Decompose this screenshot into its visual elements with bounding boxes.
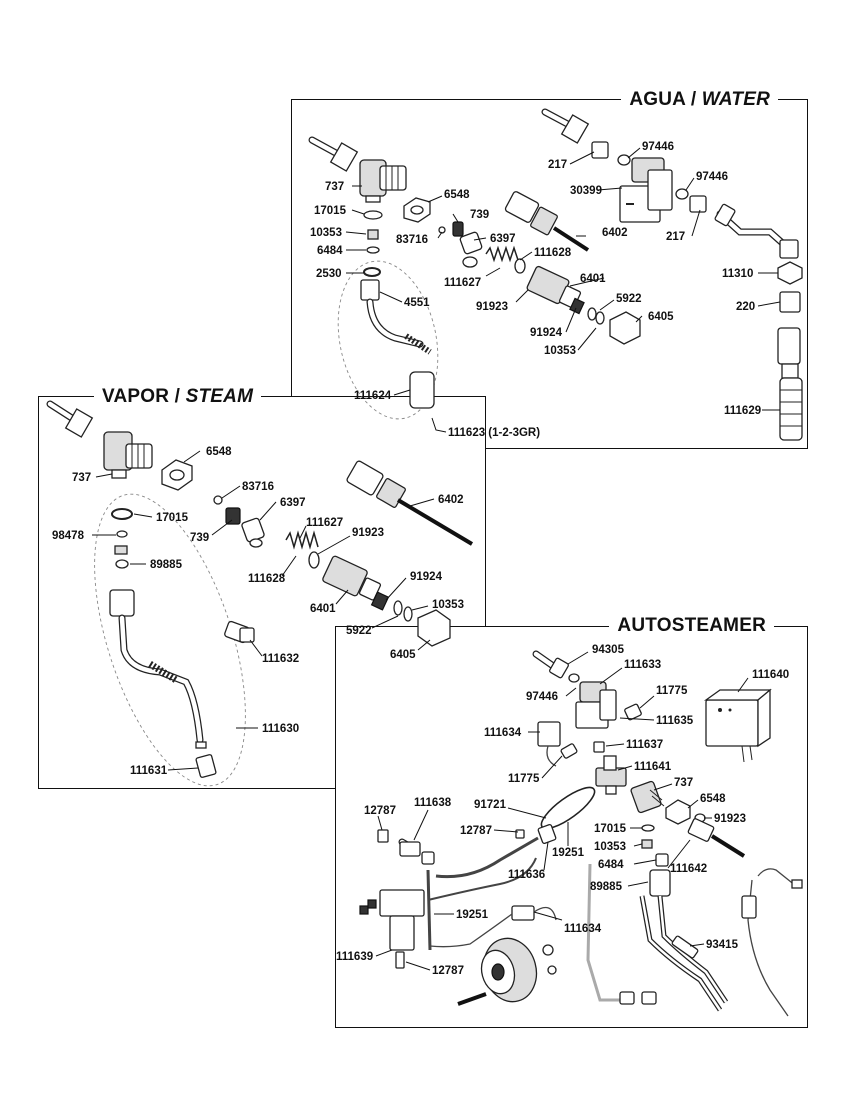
steam-title: VAPOR: [102, 386, 170, 407]
autosteamer-panel: [335, 626, 808, 1028]
autosteamer-panel-title: AUTOSTEAMER: [609, 616, 774, 636]
water-title: AGUA: [629, 89, 686, 110]
water-panel-title: AGUA / WATER: [621, 90, 778, 110]
steam-panel-title: VAPOR / STEAM: [94, 386, 262, 407]
steam-title-alt: STEAM: [185, 386, 254, 407]
water-title-alt: WATER: [701, 89, 770, 110]
autosteamer-title: AUTOSTEAMER: [617, 615, 766, 636]
